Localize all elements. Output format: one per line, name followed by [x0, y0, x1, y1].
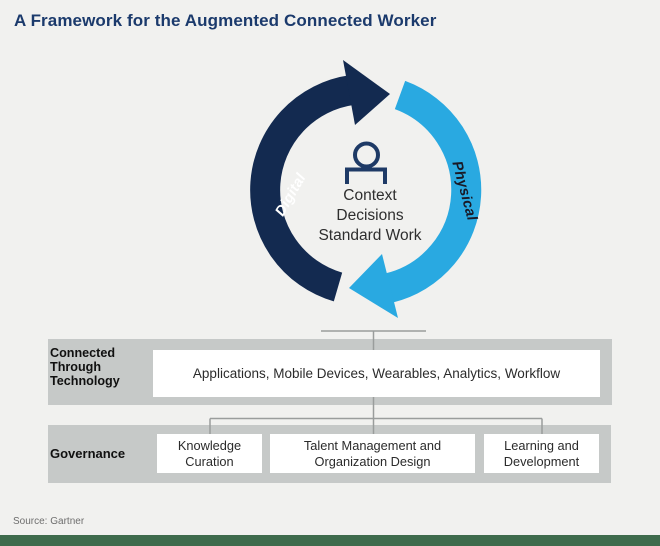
governance-box-talent-management: Talent Management and Organization Desig… — [270, 434, 475, 473]
person-icon — [345, 141, 387, 184]
governance-box-learning-development: Learning and Development — [484, 434, 599, 473]
technology-row-label: Connected Through Technology — [50, 346, 120, 389]
cycle-center-text: Context Decisions Standard Work — [318, 187, 422, 245]
page-title: A Framework for the Augmented Connected … — [14, 11, 437, 30]
source-attribution: Source: Gartner — [13, 516, 85, 527]
governance-row-label: Governance — [50, 446, 126, 461]
physical-arrowhead-icon — [349, 254, 398, 318]
digital-arrowhead-icon — [343, 60, 390, 125]
governance-box-knowledge-curation: Knowledge Curation — [157, 434, 262, 473]
footer-green-bar — [0, 535, 660, 546]
person-shoulders — [345, 167, 387, 184]
person-head — [353, 141, 380, 169]
technology-box: Applications, Mobile Devices, Wearables,… — [153, 350, 600, 397]
